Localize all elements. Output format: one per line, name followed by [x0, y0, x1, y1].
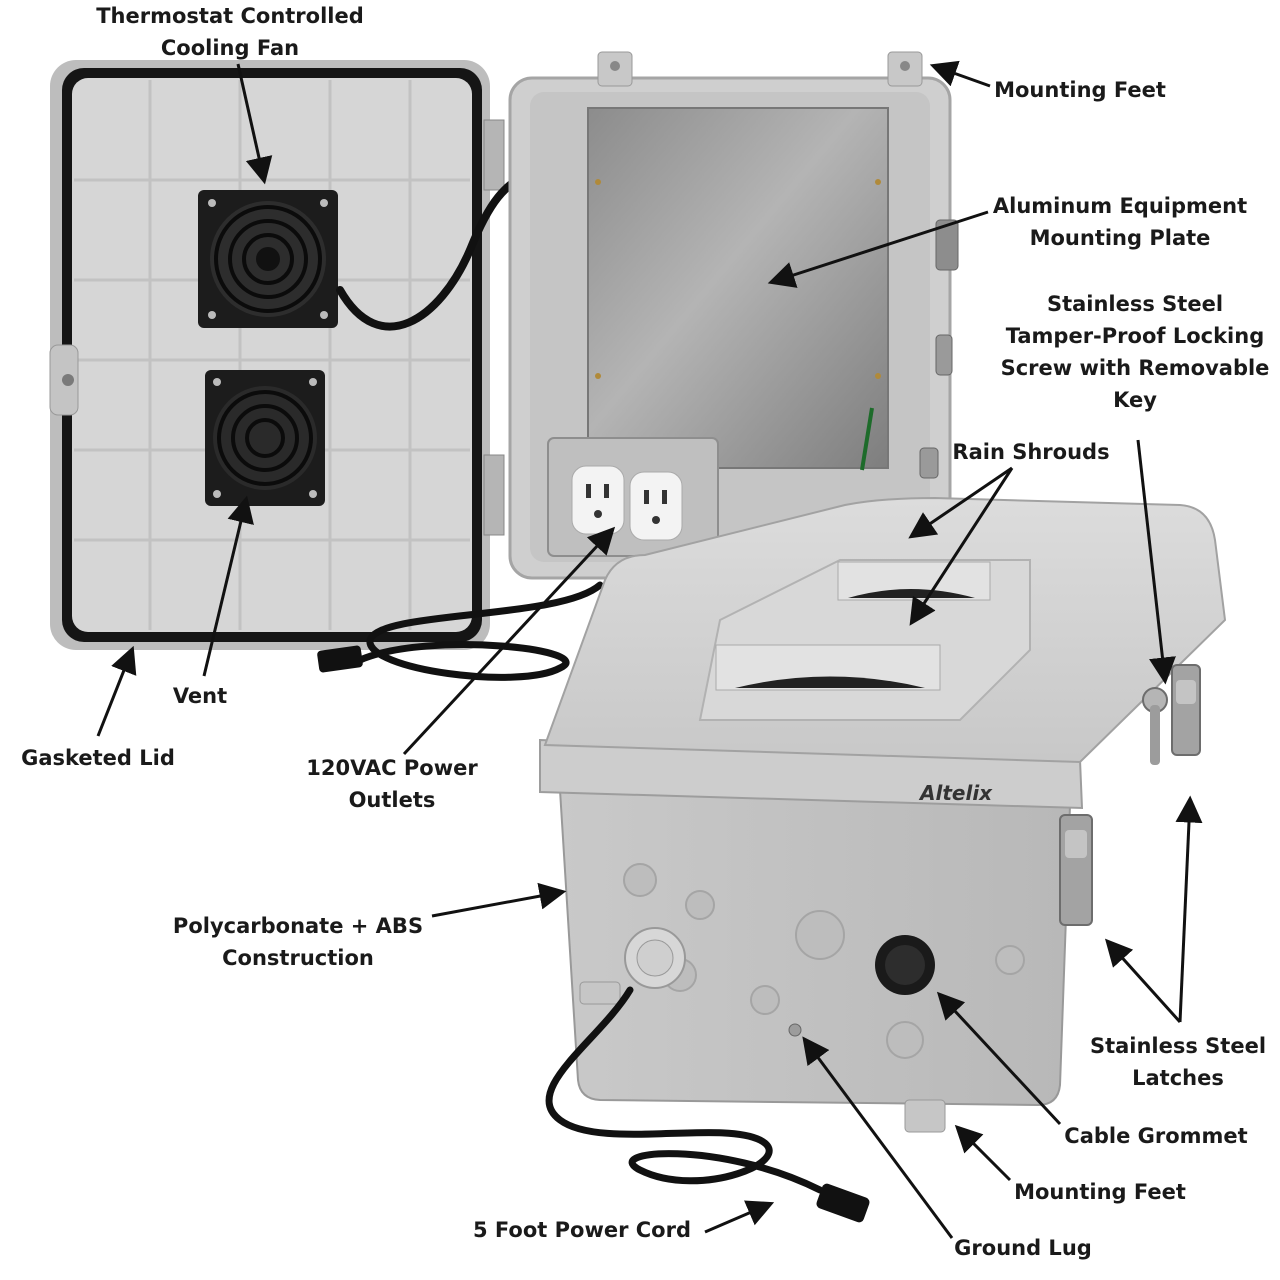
power-outlets: [547, 437, 719, 557]
vent: [205, 370, 325, 506]
callout-arrow-rain-shroud-2: [909, 467, 1014, 626]
rain-shroud: [837, 561, 991, 601]
callout-arrow-grommet: [936, 991, 1062, 1126]
mounting-foot: [579, 981, 621, 1005]
stainless-latch: [1171, 664, 1201, 756]
fan-cable: [336, 168, 534, 331]
ground-wire: [860, 407, 874, 471]
label-mounting-plate: Aluminum Equipment Mounting Plate: [992, 194, 1248, 250]
callout-arrow-mounting-feet-top: [929, 60, 991, 88]
closed-enclosure: Altelix: [539, 496, 1227, 1133]
callout-arrow-outlets: [402, 526, 616, 756]
latch-keeper: [935, 219, 959, 271]
label-mounting-feet-bottom: Mounting Feet: [1014, 1180, 1186, 1204]
label-power-outlets: 120VAC Power Outlets: [306, 756, 478, 812]
callout-arrow-construction: [431, 882, 567, 918]
label-construction: Polycarbonate + ABS Construction: [172, 914, 424, 970]
front-power-cord: [545, 986, 824, 1194]
callout-arrow-ground-lug: [802, 1036, 954, 1239]
cable-gland: [624, 927, 686, 989]
label-gasketed-lid: Gasketed Lid: [21, 746, 175, 770]
ground-lug: [788, 1023, 802, 1037]
hinge: [483, 454, 505, 536]
label-latches: Stainless Steel Latches: [1089, 1034, 1267, 1090]
callout-arrow-fan: [236, 63, 273, 185]
label-vent: Vent: [172, 684, 228, 708]
stainless-latch: [1059, 814, 1093, 926]
callout-arrow-mounting-feet-bottom: [954, 1124, 1012, 1182]
cooling-fan: [198, 190, 338, 328]
label-lock-screw: Stainless Steel Tamper-Proof Locking Scr…: [1000, 292, 1270, 412]
label-cooling-fan: Thermostat Controlled Cooling Fan: [96, 4, 364, 60]
label-rain-shrouds: Rain Shrouds: [952, 440, 1110, 464]
callout-arrow-latch-2: [1175, 795, 1203, 1023]
label-cable-grommet: Cable Grommet: [1064, 1124, 1248, 1148]
callout-arrow-lock-screw: [1136, 439, 1176, 685]
label-ground-lug: Ground Lug: [954, 1236, 1092, 1260]
callout-arrow-latch-1: [1104, 938, 1182, 1024]
callout-arrow-gasketed-lid: [96, 645, 137, 737]
callout-arrow-plate: [767, 210, 989, 288]
mounting-plate: [587, 107, 889, 469]
rear-power-cord: [356, 581, 604, 681]
rain-shroud: [715, 644, 941, 691]
mounting-foot: [904, 1099, 946, 1133]
callout-arrow-power-cord: [704, 1200, 775, 1234]
callout-arrow-vent: [202, 495, 254, 677]
hinge: [483, 119, 505, 191]
enclosure-lid: [49, 60, 505, 650]
label-power-cord: 5 Foot Power Cord: [473, 1218, 691, 1242]
locking-screw: [1142, 687, 1168, 765]
label-mounting-feet-top: Mounting Feet: [994, 78, 1166, 102]
callout-arrow-rain-shroud-1: [908, 466, 1013, 539]
brand-logo: Altelix: [918, 781, 993, 805]
cable-grommet: [875, 935, 935, 995]
